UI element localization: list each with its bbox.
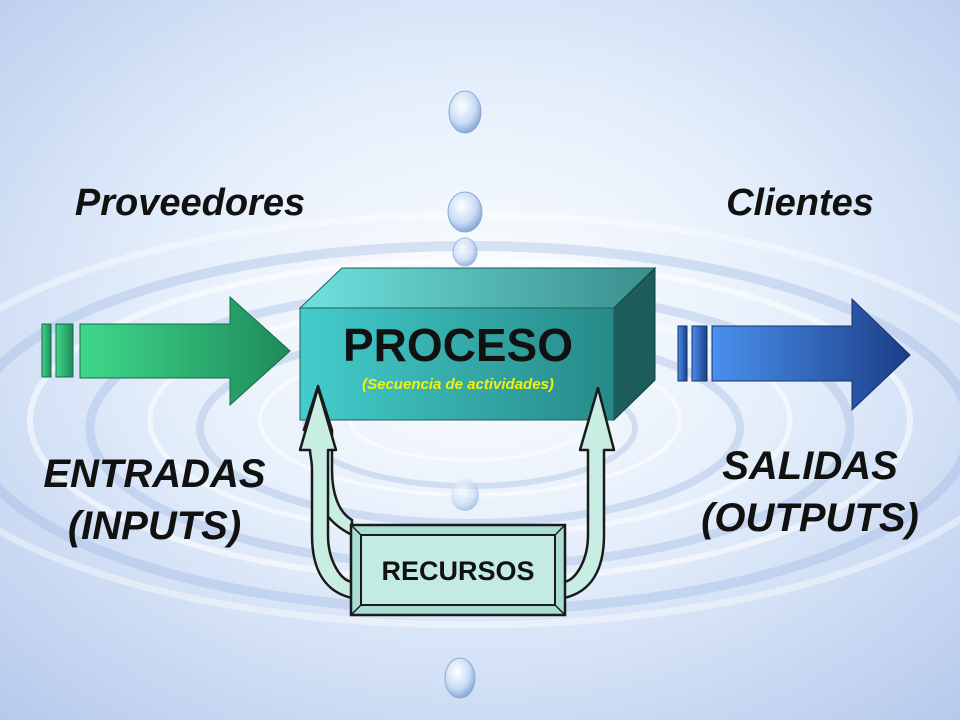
outputs-english-label: (OUTPUTS) xyxy=(701,496,919,540)
outputs-label: SALIDAS xyxy=(722,444,898,488)
resources-arrows-icon xyxy=(298,384,616,600)
water-drop-icon xyxy=(444,90,483,699)
process-title: PROCESO xyxy=(342,319,574,371)
clients-label: Clientes xyxy=(726,182,874,224)
inputs-label: ENTRADAS xyxy=(43,452,266,496)
inputs-english-label: (INPUTS) xyxy=(67,504,242,548)
process-subtitle: (Secuencia de actividades) xyxy=(362,376,554,393)
output-arrow-icon xyxy=(677,297,911,412)
resources-label: RECURSOS xyxy=(381,556,535,586)
input-arrow-icon xyxy=(41,295,291,407)
process-box xyxy=(298,266,657,422)
resources-box xyxy=(349,523,567,617)
suppliers-label: Proveedores xyxy=(74,182,306,224)
